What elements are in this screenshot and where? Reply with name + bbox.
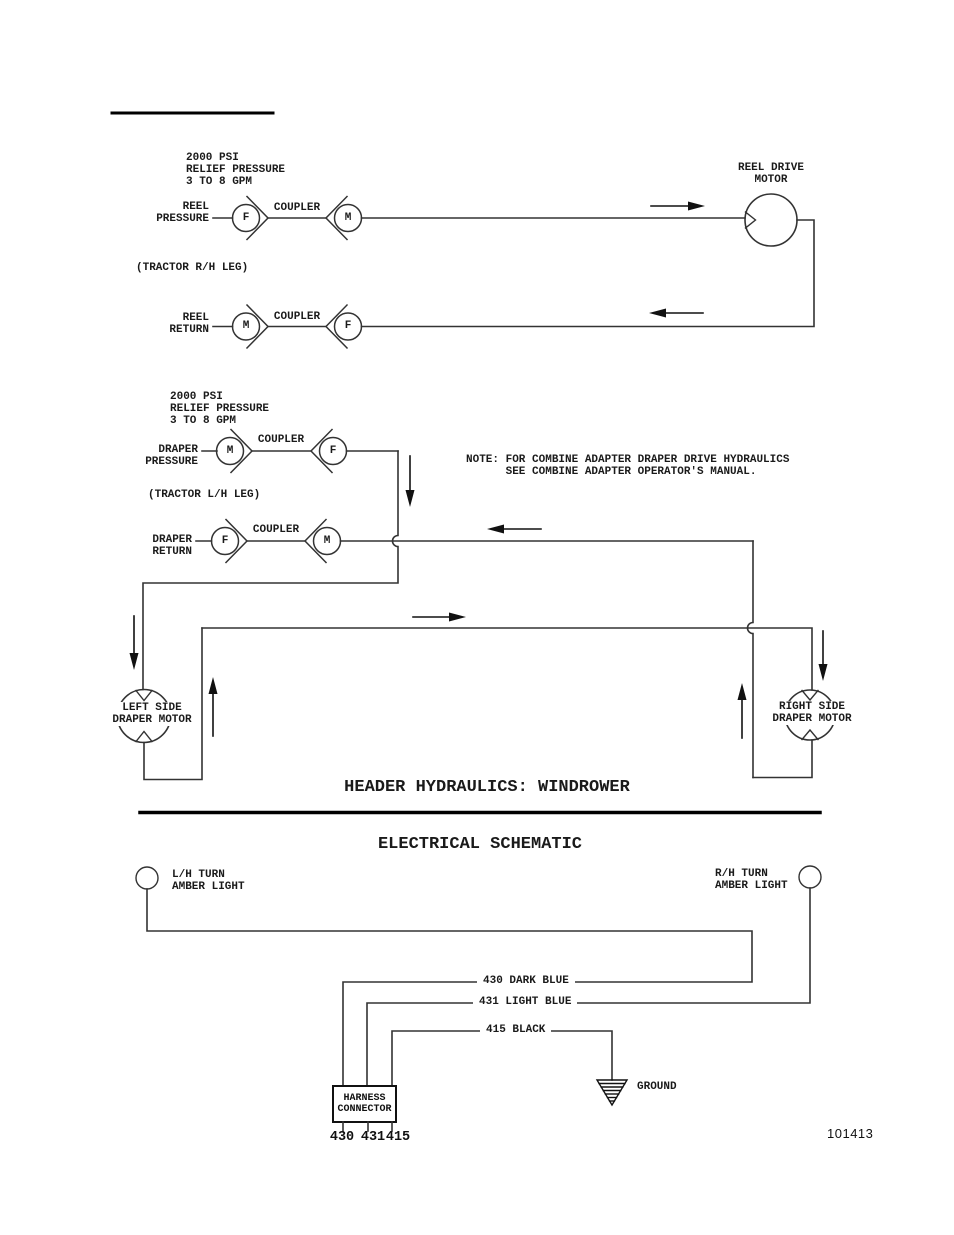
coupler-letter-m: M xyxy=(242,320,250,332)
cross-feed-line xyxy=(201,627,813,691)
coupler-label-draper-pressure: COUPLER xyxy=(257,434,305,446)
left-draper-motor-label: LEFT SIDE DRAPER MOTOR xyxy=(107,702,197,726)
harness-connector-box xyxy=(332,1085,397,1123)
coupler-female-draper-return xyxy=(210,526,240,556)
coupler-letter-m: M xyxy=(226,445,234,457)
coupler-chevron xyxy=(324,303,349,350)
motor-port-notch xyxy=(135,730,153,743)
pin-label-431: 431 xyxy=(360,1130,386,1145)
wire-label-430-dark-blue: 430 DARK BLUE xyxy=(477,975,575,988)
hydraulics-section-title: HEADER HYDRAULICS: WINDROWER xyxy=(344,778,630,797)
wire-430-dark-blue xyxy=(146,888,753,1086)
coupler-letter-m: M xyxy=(344,212,352,224)
pin-label-430: 430 xyxy=(329,1130,355,1145)
ground-symbol xyxy=(595,1079,629,1107)
motor-port-notch xyxy=(744,211,757,229)
coupler-label-draper-return: COUPLER xyxy=(252,524,300,536)
reel-drive-motor-label: REEL DRIVE MOTOR xyxy=(737,162,804,186)
reel-return-port-label: REEL RETURN xyxy=(169,312,209,336)
coupler-letter-f: F xyxy=(344,320,352,332)
coupler-chevron xyxy=(309,428,334,474)
right-return-riser xyxy=(746,540,754,779)
coupler-letter-f: F xyxy=(242,212,250,224)
wire-label-431-light-blue: 431 LIGHT BLUE xyxy=(473,996,578,1009)
draper-circuit xyxy=(116,428,836,781)
harness-connector-label: HARNESS CONNECTOR xyxy=(337,1093,392,1115)
wire-431-light-blue xyxy=(366,887,811,1086)
coupler-letter-f: F xyxy=(329,445,337,457)
tractor-rh-leg-label: (TRACTOR R/H LEG) xyxy=(136,262,249,274)
rh-turn-light-label: R/H TURN AMBER LIGHT xyxy=(715,868,788,892)
coupler-male-reel-return xyxy=(231,312,261,341)
reel-circuit xyxy=(212,193,815,350)
document-number: 101413 xyxy=(827,1126,874,1141)
tractor-lh-leg-label: (TRACTOR L/H LEG) xyxy=(148,489,261,501)
lh-turn-light-label: L/H TURN AMBER LIGHT xyxy=(172,869,245,893)
motor-port-notch xyxy=(801,689,819,702)
pin-label-415: 415 xyxy=(385,1130,411,1145)
combine-adapter-note: NOTE: FOR COMBINE ADAPTER DRAPER DRIVE H… xyxy=(466,454,790,478)
draper-pressure-port-label: DRAPER PRESSURE xyxy=(145,444,198,468)
wire-label-415-black: 415 BLACK xyxy=(480,1024,552,1037)
reel-relief-spec: 2000 PSI RELIEF PRESSURE 3 TO 8 GPM xyxy=(186,152,286,188)
lh-turn-light-symbol xyxy=(135,866,159,890)
coupler-label-reel-pressure: COUPLER xyxy=(273,202,321,214)
coupler-label-reel-return: COUPLER xyxy=(273,311,321,323)
draper-return-port-label: DRAPER RETURN xyxy=(152,534,192,558)
coupler-female-reel-pressure xyxy=(231,203,261,233)
motor-port-notch xyxy=(135,689,153,702)
reel-drive-motor-symbol xyxy=(744,193,798,247)
coupler-male-draper-pressure xyxy=(215,436,245,466)
right-draper-motor-label: RIGHT SIDE DRAPER MOTOR xyxy=(767,701,857,725)
coupler-letter-f: F xyxy=(221,535,229,547)
coupler-letter-m: M xyxy=(323,535,331,547)
coupler-chevron xyxy=(303,518,328,564)
wire-415-black xyxy=(391,1030,613,1086)
flow-arrows xyxy=(133,205,824,739)
electrical-section-title: ELECTRICAL SCHEMATIC xyxy=(377,835,583,854)
motor-port-notch xyxy=(801,728,819,741)
ground-label: GROUND xyxy=(637,1081,677,1093)
flow-arrowheads xyxy=(129,201,828,700)
draper-relief-spec: 2000 PSI RELIEF PRESSURE 3 TO 8 GPM xyxy=(170,391,270,427)
coupler-chevron xyxy=(324,195,349,241)
coupler-female-reel-return xyxy=(333,312,363,341)
rh-turn-light-symbol xyxy=(798,865,822,889)
reel-pressure-port-label: REEL PRESSURE xyxy=(156,201,209,225)
draper-pressure-line xyxy=(142,450,399,691)
